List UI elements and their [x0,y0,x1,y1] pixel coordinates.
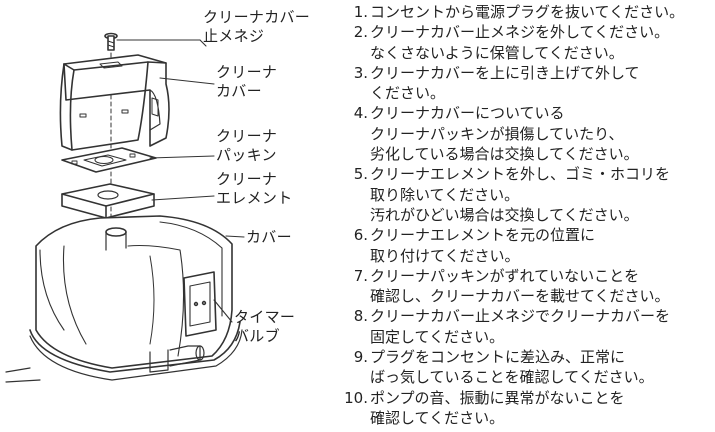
exploded-diagram: クリーナカバー 止メネジ クリーナ カバー クリーナ パッキン クリーナ エレメ… [0,0,330,428]
step-text: クリーナエレメントを元の位置に 取り付けてください。 [370,226,596,265]
label-screw: クリーナカバー 止メネジ [203,8,311,45]
instruction-step: 2. クリーナカバー止メネジを外してください。 なくさないように保管してください… [324,22,715,63]
step-number: 3. [353,63,368,82]
leader-cover [159,77,215,85]
instruction-step: 8. クリーナカバー止メネジでクリーナカバーを 固定してください。 [324,306,715,347]
label-body-cover: カバー [246,228,292,246]
instruction-step: 4. クリーナカバーについている クリーナパッキンが損傷していたり、 劣化してい… [324,103,715,164]
instruction-step: 7. クリーナパッキンがずれていないことを 確認し、クリーナカバーを載せてくださ… [324,266,715,307]
leader-body-cover [225,235,245,238]
step-text: プラグをコンセントに差込み、正常に ばっ気していることを確認してください。 [370,348,654,387]
step-text: クリーナカバーについている クリーナパッキンが損傷していたり、 劣化している場合… [370,104,639,164]
pump-body-part [5,215,243,383]
instruction-step: 1. コンセントから電源プラグを抜いてください。 [324,2,715,22]
step-number: 9. [353,348,368,367]
step-number: 8. [353,307,368,326]
step-number: 7. [353,266,368,285]
leader-timer-valve [213,299,233,323]
instruction-list: 1. コンセントから電源プラグを抜いてください。 2. クリーナカバー止メネジを… [324,2,715,428]
label-timer-valve: タイマー バルブ [234,308,296,345]
cleaner-element-part [61,183,155,219]
instruction-step: 3. クリーナカバーを上に引き上げて外して ください。 [324,63,715,104]
step-text: クリーナパッキンがずれていないことを 確認し、クリーナカバーを載せてください。 [370,266,670,306]
screw-part [104,32,118,51]
pump-illustration [5,32,245,383]
step-number: 2. [353,23,368,42]
cleaner-cover-part [59,54,170,151]
label-cleaner-cover: クリーナ カバー [216,63,278,100]
step-number: 5. [353,165,368,184]
cleaner-packing-part [61,147,157,173]
label-cleaner-packing: クリーナ パッキン [216,127,278,164]
leader-packing [149,155,215,159]
label-cleaner-element: クリーナ エレメント [216,170,293,207]
step-text: クリーナカバーを上に引き上げて外して ください。 [370,63,640,103]
step-number: 6. [353,226,368,245]
step-text: コンセントから電源プラグを抜いてください。 [370,3,685,21]
instruction-step: 9. プラグをコンセントに差込み、正常に ばっ気していることを確認してください。 [324,347,715,388]
step-number: 1. [353,3,368,21]
instruction-step: 10. ポンプの音、振動に異常がないことを 確認してください。 [324,388,715,429]
step-text: クリーナカバー止メネジを外してください。 なくさないように保管してください。 [370,23,670,62]
step-text: ポンプの音、振動に異常がないことを 確認してください。 [370,388,625,427]
leader-element [151,195,215,201]
step-number: 10. [344,388,368,407]
step-text: クリーナカバー止メネジでクリーナカバーを 固定してください。 [370,307,671,346]
instruction-step: 6. クリーナエレメントを元の位置に 取り付けてください。 [324,225,715,266]
step-number: 4. [353,104,368,123]
step-text: クリーナエレメントを外し、ゴミ・ホコリを 取り除いてください。 汚れがひどい場合… [370,165,671,224]
instruction-step: 5. クリーナエレメントを外し、ゴミ・ホコリを 取り除いてください。 汚れがひど… [324,164,715,225]
